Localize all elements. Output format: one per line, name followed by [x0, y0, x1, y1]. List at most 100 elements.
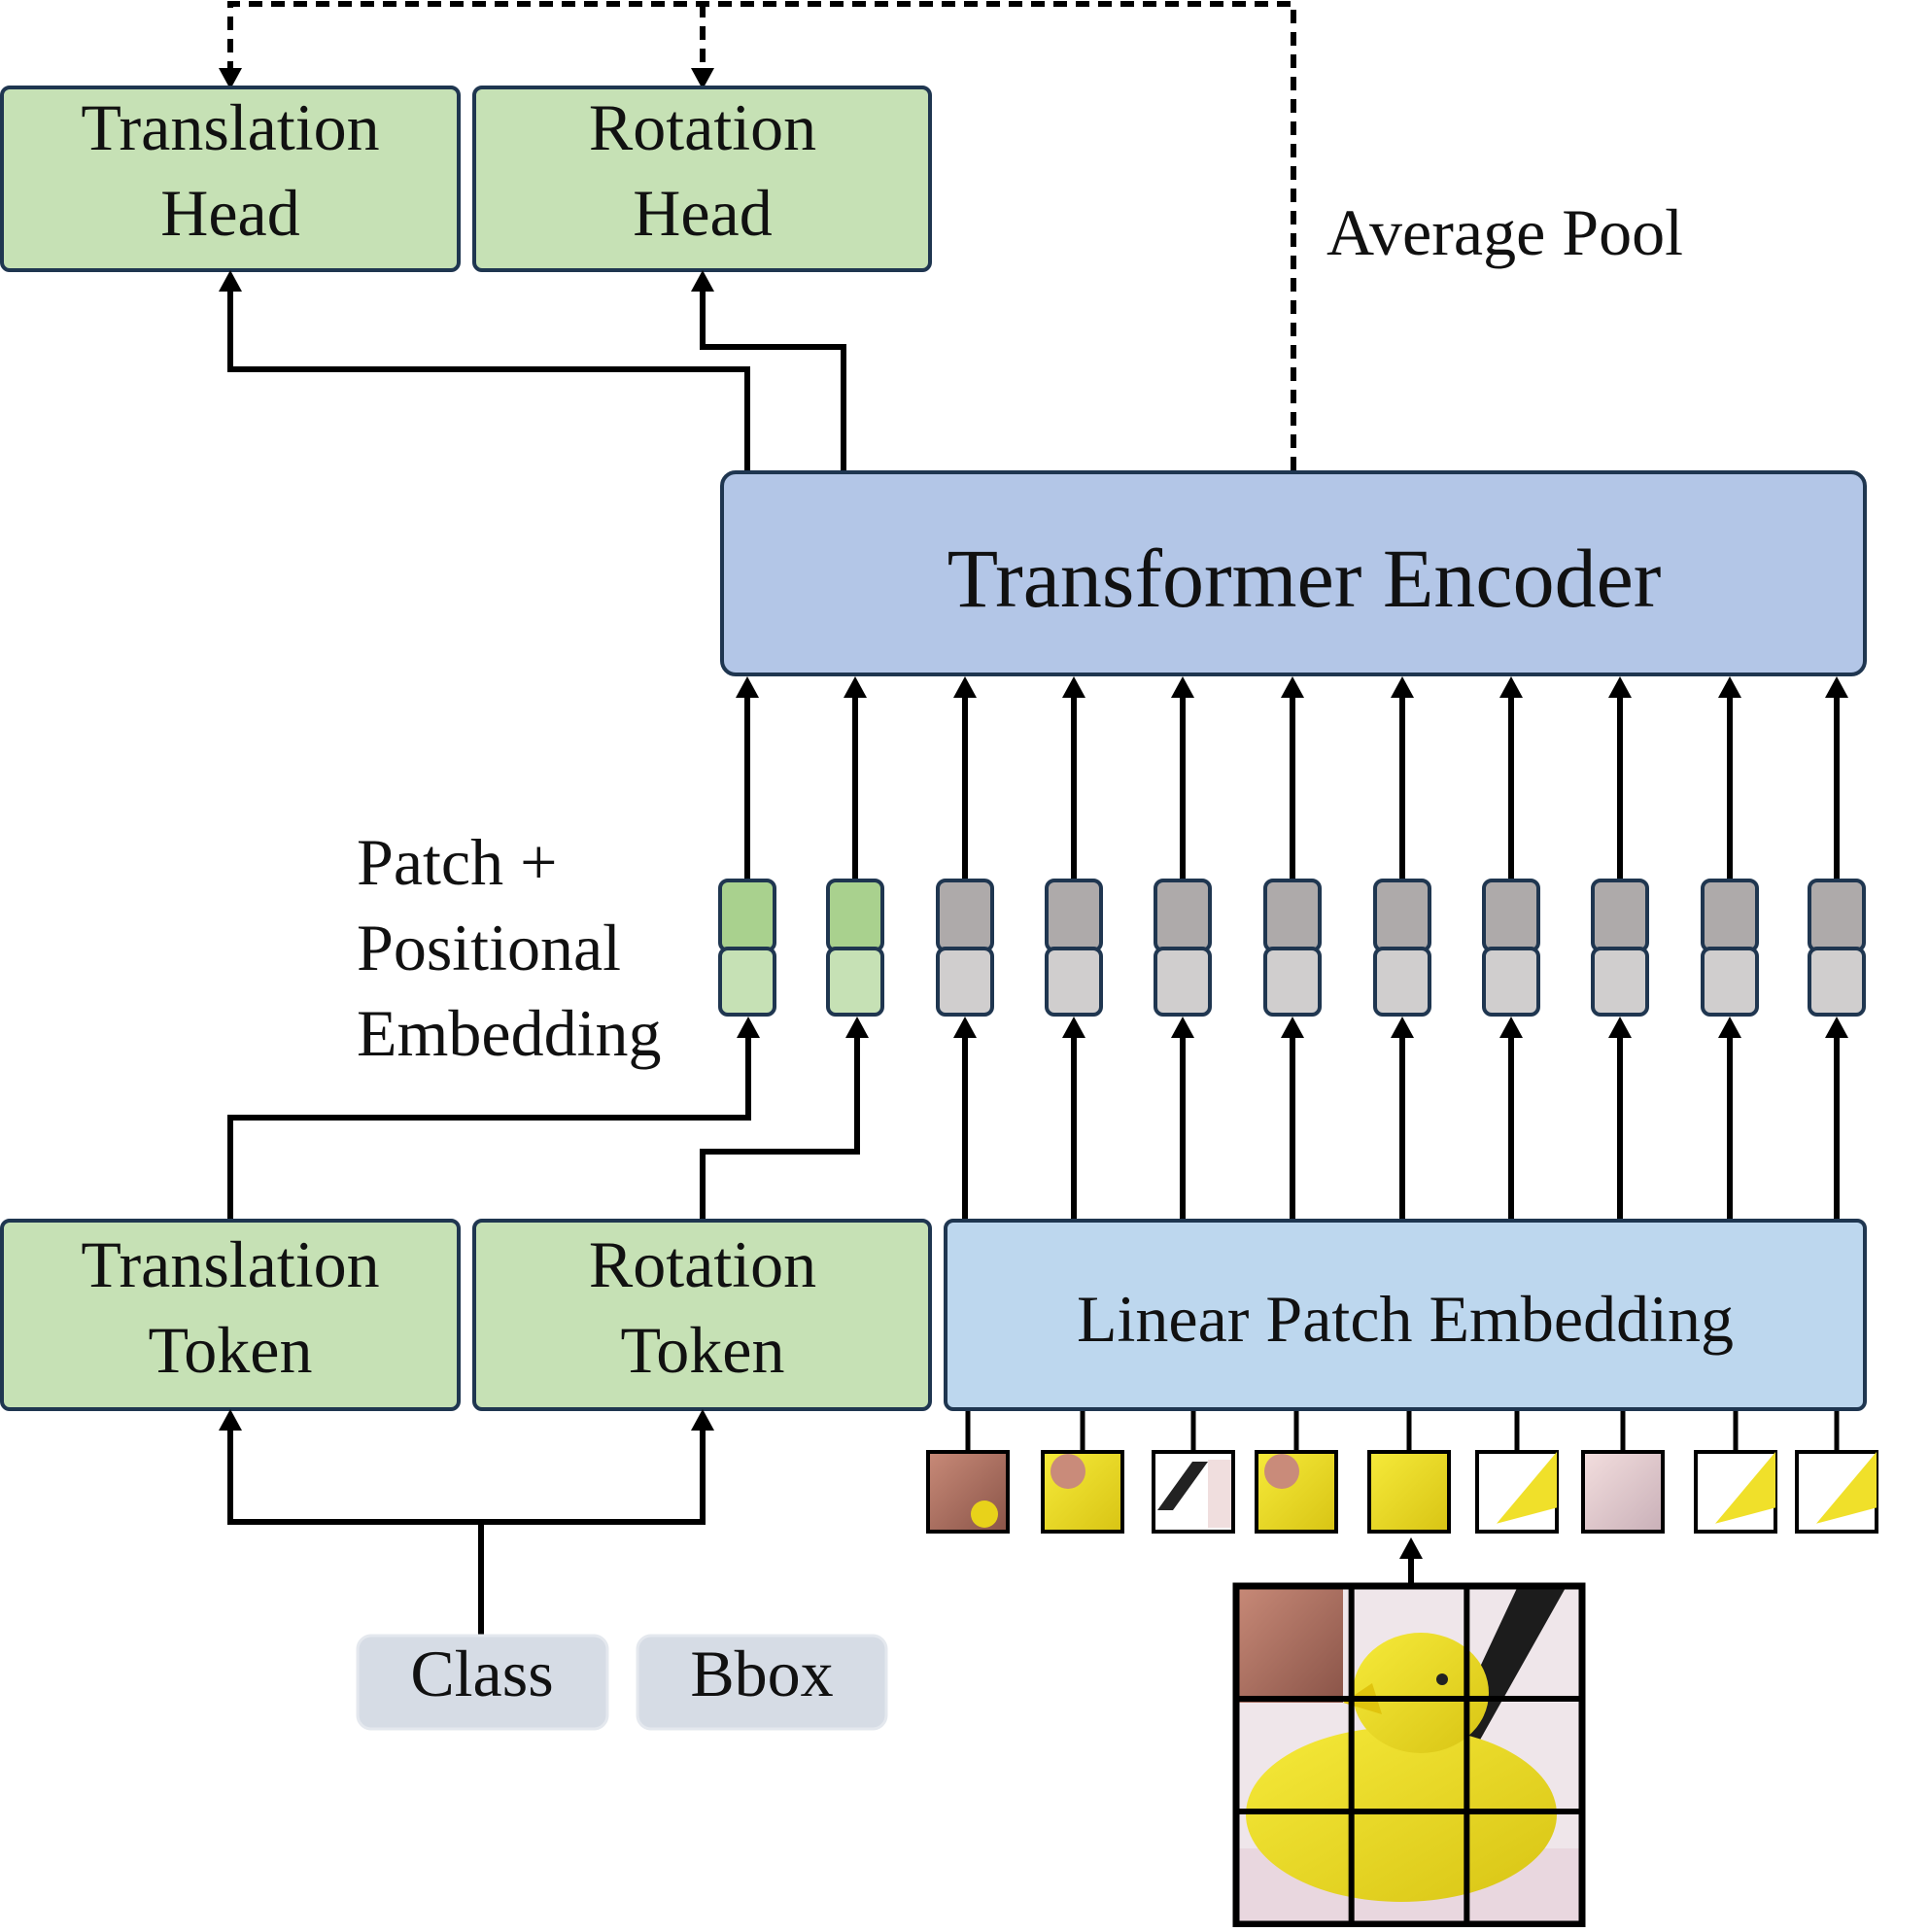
- transformer-encoder-label: Transformer Encoder: [947, 532, 1662, 625]
- average-pool-connector: [227, 1, 1296, 470]
- patch-thumbnail: [1367, 1450, 1451, 1534]
- pool-arrowhead-rotation: [691, 68, 714, 89]
- patch-detail: [1157, 1462, 1208, 1510]
- image-patch: [1041, 1411, 1124, 1534]
- translation-token-line2: Token: [149, 1313, 313, 1387]
- embedding-token-columns: [718, 676, 1866, 1219]
- special-token-embedding: [718, 676, 776, 1017]
- patch-positional-embedding-label: Patch + Positional Embedding: [357, 825, 662, 1070]
- patch-detail: [1497, 1452, 1557, 1524]
- embedding-label-line1: Patch +: [357, 825, 557, 899]
- encoder-to-heads-connectors: [227, 282, 846, 470]
- token-top-half: [1263, 879, 1322, 952]
- token-bottom-half: [826, 947, 884, 1017]
- translation-head-line2: Head: [160, 176, 299, 250]
- token-top-half: [1701, 879, 1759, 952]
- translation-token: Translation Token: [0, 1219, 461, 1411]
- linear-patch-embedding-label: Linear Patch Embedding: [1077, 1282, 1734, 1356]
- patch-detail: [1816, 1452, 1877, 1524]
- token-to-encoder-arrowhead: [1825, 676, 1848, 698]
- patch-to-token-arrowhead: [1608, 1017, 1632, 1038]
- patch-token-embedding: [1263, 676, 1322, 1219]
- token-to-encoder-arrowhead: [844, 676, 867, 698]
- token-bottom-half: [1591, 947, 1649, 1017]
- rotation-head: Rotation Head: [472, 86, 932, 272]
- token-bottom-half: [936, 947, 994, 1017]
- transformer-encoder: Transformer Encoder: [720, 470, 1867, 676]
- token-to-encoder-arrowhead: [736, 676, 759, 698]
- token-top-half: [1482, 879, 1540, 952]
- token-top-half: [826, 879, 884, 952]
- token-bottom-half: [1154, 947, 1212, 1017]
- image-patch: [926, 1411, 1010, 1534]
- rotation-head-line2: Head: [633, 176, 772, 250]
- translation-token-line1: Translation: [81, 1227, 379, 1301]
- token-top-half: [1154, 879, 1212, 952]
- patch-detail: [1051, 1454, 1085, 1489]
- bbox-input: Bbox: [636, 1634, 888, 1731]
- patch-detail: [1264, 1454, 1299, 1489]
- image-patch: [1475, 1411, 1559, 1534]
- patch-to-token-arrowhead: [1391, 1017, 1414, 1038]
- token-bottom-half: [1808, 947, 1866, 1017]
- pool-arrowhead-translation: [219, 68, 242, 89]
- token-top-half: [1045, 879, 1103, 952]
- input-split-connector: [227, 1421, 706, 1525]
- inputs-to-tokens-connectors: [227, 1421, 706, 1636]
- patch-token-embedding: [1482, 676, 1540, 1219]
- token-to-encoder-arrowhead: [1281, 676, 1304, 698]
- special-token-embedding: [826, 676, 884, 1017]
- token-to-encoder-arrowhead: [1171, 676, 1194, 698]
- image-patch: [1694, 1411, 1777, 1534]
- image-patch: [1795, 1411, 1878, 1534]
- embedding-label-line2: Positional: [357, 911, 621, 984]
- token-top-half: [718, 879, 776, 952]
- class-input: Class: [356, 1634, 609, 1731]
- patch-token-embedding: [1045, 676, 1103, 1219]
- token-to-encoder-arrowhead: [1499, 676, 1523, 698]
- arrowhead-translation-head: [219, 270, 242, 292]
- arrowhead-rotation-head: [691, 270, 714, 292]
- tokens-to-embeddings-connectors: [227, 1034, 860, 1219]
- arrowhead-translation-token: [219, 1409, 242, 1431]
- rotation-token-to-embedding: [700, 1034, 860, 1219]
- patch-detail: [1208, 1460, 1231, 1528]
- encoder-to-rotation-head: [700, 282, 846, 470]
- average-pool-label: Average Pool: [1326, 195, 1683, 269]
- image-patch: [1152, 1411, 1235, 1534]
- encoder-to-translation-head: [227, 282, 750, 470]
- arrowhead-rotation-embedding: [845, 1017, 869, 1038]
- embedding-label-line3: Embedding: [357, 996, 662, 1070]
- token-to-encoder-arrowhead: [1391, 676, 1414, 698]
- patch-token-embedding: [1591, 676, 1649, 1219]
- patch-to-token-arrowhead: [1171, 1017, 1194, 1038]
- pool-line-to-translation-head: [227, 1, 1296, 470]
- image-to-patches-arrowhead: [1399, 1537, 1423, 1559]
- image-patch: [1581, 1411, 1665, 1534]
- patch-token-embedding: [936, 676, 994, 1219]
- class-label: Class: [410, 1637, 553, 1710]
- token-to-encoder-arrowhead: [953, 676, 977, 698]
- patch-token-embedding: [1373, 676, 1431, 1219]
- rotation-token-line2: Token: [621, 1313, 785, 1387]
- bbox-label: Bbox: [690, 1637, 833, 1710]
- patch-token-embedding: [1808, 676, 1866, 1219]
- patch-to-token-arrowhead: [1062, 1017, 1085, 1038]
- arrowhead-rotation-token: [691, 1409, 714, 1431]
- token-top-half: [1591, 879, 1649, 952]
- image-duck-eye: [1436, 1673, 1448, 1685]
- token-bottom-half: [1373, 947, 1431, 1017]
- rotation-token-line1: Rotation: [589, 1227, 816, 1301]
- token-to-encoder-arrowhead: [1608, 676, 1632, 698]
- token-bottom-half: [1263, 947, 1322, 1017]
- patch-to-token-arrowhead: [1499, 1017, 1523, 1038]
- rotation-head-line1: Rotation: [589, 90, 816, 164]
- token-to-encoder-arrowhead: [1718, 676, 1741, 698]
- token-bottom-half: [1045, 947, 1103, 1017]
- arrowhead-translation-embedding: [737, 1017, 760, 1038]
- token-top-half: [936, 879, 994, 952]
- patch-token-embedding: [1701, 676, 1759, 1219]
- image-hand-region: [1236, 1586, 1343, 1703]
- patch-detail: [1715, 1452, 1775, 1524]
